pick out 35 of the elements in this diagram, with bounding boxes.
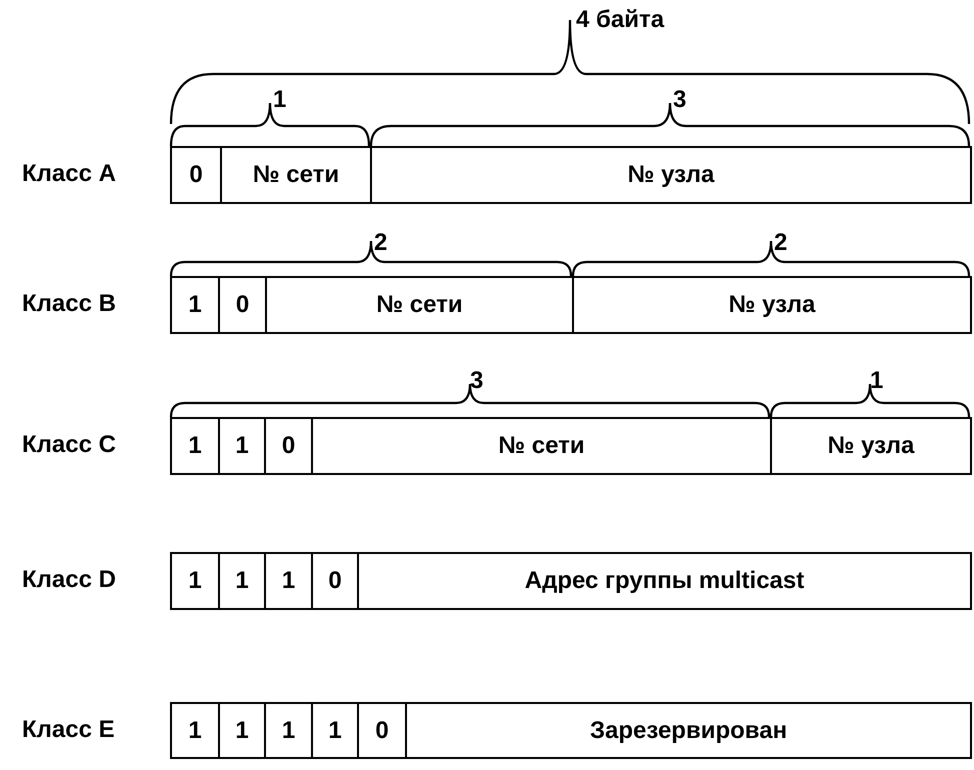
bit-cell: 1 <box>218 552 266 610</box>
byte-count-label: 3 <box>673 88 686 112</box>
bit-cell: 0 <box>264 417 313 475</box>
bit-cell: 1 <box>218 417 266 475</box>
address-field-cell: Адрес группы multicast <box>357 552 972 610</box>
bit-cell: 1 <box>170 552 220 610</box>
class-label: Класс A <box>22 162 116 186</box>
byte-count-label: 2 <box>774 231 788 255</box>
address-field-cell: № узла <box>370 146 972 204</box>
bit-cell: 0 <box>311 552 359 610</box>
byte-count-label: 1 <box>273 88 286 112</box>
bit-cell: 1 <box>170 417 220 475</box>
address-field-cell: № сети <box>311 417 772 475</box>
class-label: Класс B <box>22 292 116 316</box>
bit-cell: 1 <box>218 702 266 759</box>
address-field-cell: № сети <box>220 146 372 204</box>
byte-count-label: 4 байта <box>576 8 664 32</box>
bit-cell: 1 <box>264 702 313 759</box>
bit-cell: 1 <box>264 552 313 610</box>
bit-cell: 0 <box>218 276 267 334</box>
class-label: Класс C <box>22 433 116 457</box>
address-field-cell: № сети <box>265 276 574 334</box>
bit-cell: 0 <box>357 702 407 759</box>
bit-cell: 1 <box>170 276 220 334</box>
bit-cell: 1 <box>170 702 220 759</box>
bit-cell: 0 <box>170 146 222 204</box>
bit-cell: 1 <box>311 702 359 759</box>
class-label: Класс E <box>22 718 115 742</box>
address-field-cell: № узла <box>572 276 972 334</box>
class-label: Класс D <box>22 568 116 592</box>
address-field-cell: Зарезервирован <box>405 702 972 759</box>
address-field-cell: № узла <box>770 417 972 475</box>
byte-count-label: 2 <box>374 231 388 255</box>
byte-count-label: 3 <box>470 369 484 393</box>
byte-count-label: 1 <box>870 369 884 393</box>
